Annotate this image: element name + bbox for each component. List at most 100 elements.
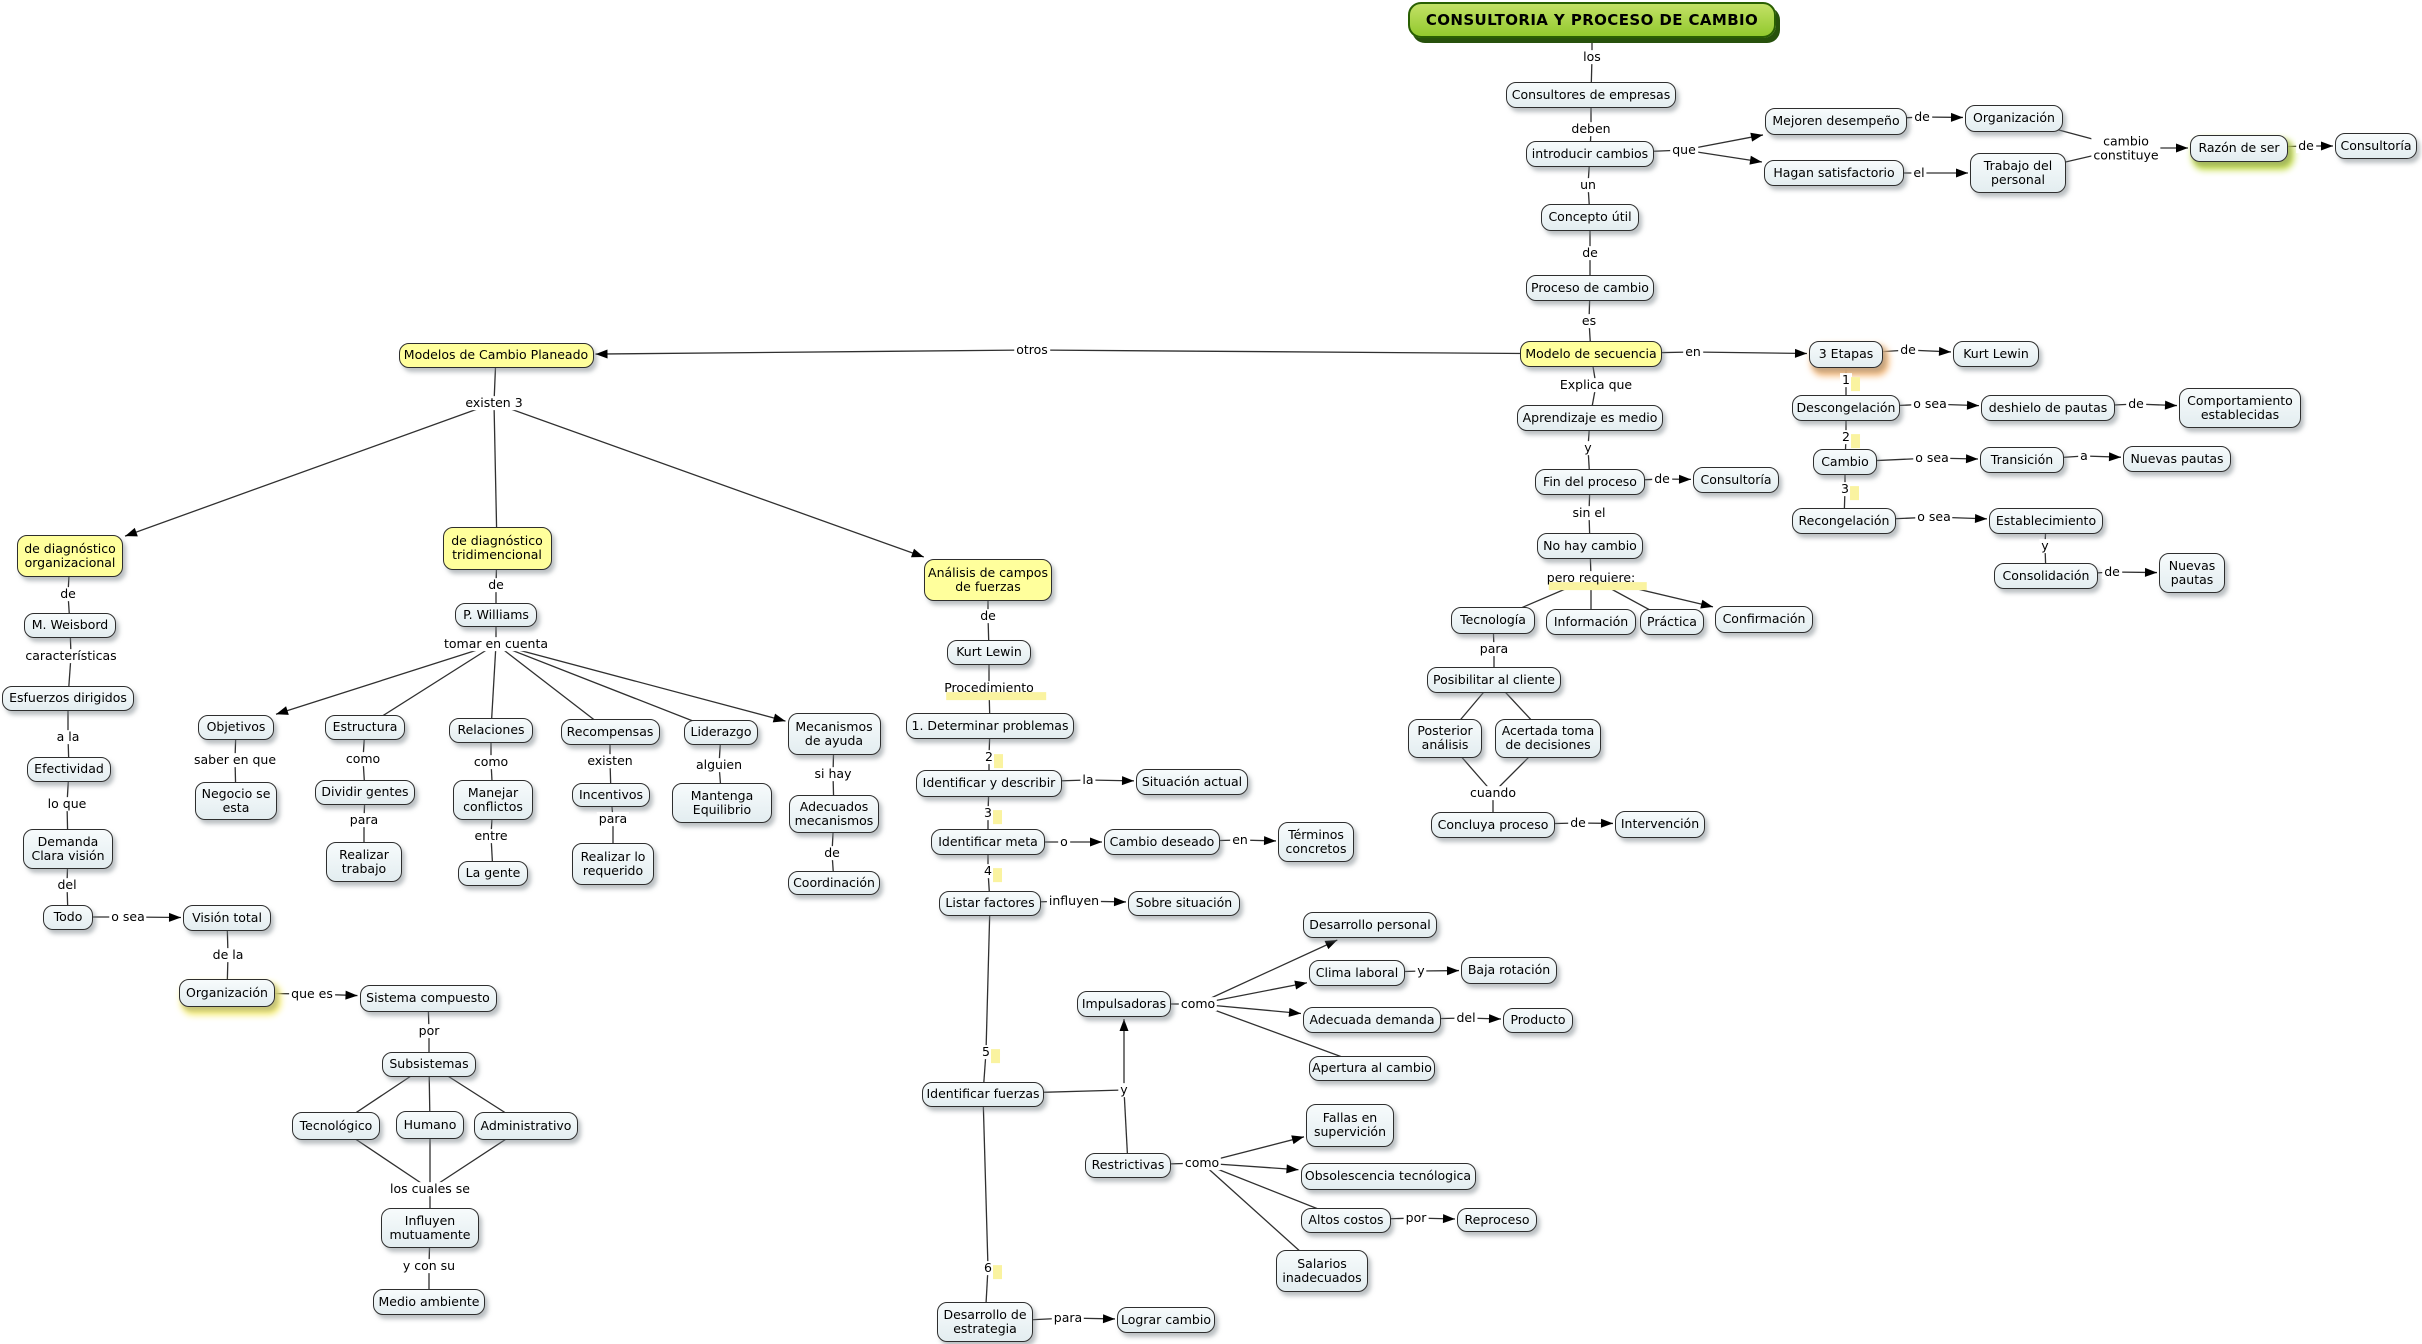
node-adecuadosmec[interactable]: Adecuados mecanismos [789, 795, 879, 833]
link-label-l_del[interactable]: del [55, 877, 79, 893]
link-label-l_por[interactable]: por [416, 1023, 442, 1039]
link-label-l_de10[interactable]: de [486, 577, 506, 593]
link-label-l_de5[interactable]: de [2126, 396, 2146, 412]
link-label-l_explica[interactable]: Explica que [1557, 377, 1635, 393]
link-label-l_los[interactable]: los [1581, 49, 1603, 65]
node-comportamiento[interactable]: Comportamiento establecidas [2179, 388, 2301, 428]
node-mantenga[interactable]: Mantenga Equilibrio [672, 783, 772, 823]
link-label-l_2e[interactable]: 2 [1840, 429, 1860, 448]
node-organizacion_l[interactable]: Organización [179, 979, 275, 1007]
node-vision[interactable]: Visión total [183, 905, 271, 931]
node-subsistemas[interactable]: Subsistemas [382, 1051, 476, 1077]
node-analisis[interactable]: Análisis de campos de fuerzas [924, 559, 1052, 601]
node-producto[interactable]: Producto [1503, 1007, 1573, 1033]
link-label-l_otros[interactable]: otros [1014, 342, 1050, 358]
node-transicion[interactable]: Transición [1980, 447, 2064, 473]
node-influyen_m[interactable]: Influyen mutuamente [381, 1208, 479, 1248]
link-label-l_de2[interactable]: de [2296, 138, 2316, 154]
node-mecanismos[interactable]: Mecanismos de ayuda [787, 713, 881, 755]
link-label-l_como4[interactable]: como [1182, 1155, 1222, 1171]
node-desestrategia[interactable]: Desarrollo de estrategia [937, 1302, 1033, 1342]
link-label-l_el[interactable]: el [1911, 165, 1927, 181]
link-label-l_de9[interactable]: de [58, 586, 78, 602]
link-label-l_existen[interactable]: existen 3 [463, 395, 525, 411]
link-label-l_osea3[interactable]: o sea [1915, 509, 1953, 525]
link-label-l_o[interactable]: o [1058, 834, 1070, 850]
link-label-l_alguien[interactable]: alguien [693, 757, 745, 773]
node-confirmacion[interactable]: Confirmación [1715, 605, 1813, 633]
node-cambiodeseado[interactable]: Cambio deseado [1104, 829, 1220, 855]
node-restrictivas[interactable]: Restrictivas [1085, 1152, 1171, 1178]
node-recongelacion[interactable]: Recongelación [1792, 508, 1896, 534]
node-climalaboral[interactable]: Clima laboral [1309, 960, 1405, 986]
link-label-l_saber[interactable]: saber en que [191, 752, 279, 768]
link-label-l_de6[interactable]: de [2102, 564, 2122, 580]
node-tecnologia[interactable]: Tecnología [1451, 606, 1535, 634]
link-label-l_5a[interactable]: 5 [980, 1044, 1000, 1063]
node-recompensas[interactable]: Recompensas [560, 719, 660, 745]
node-practica[interactable]: Práctica [1640, 609, 1704, 635]
node-concepto[interactable]: Concepto útil [1541, 203, 1639, 231]
node-negocio[interactable]: Negocio se esta [195, 782, 277, 820]
link-label-l_de12[interactable]: de [978, 608, 998, 624]
link-label-l_para3[interactable]: para [596, 811, 630, 827]
link-label-l_para2[interactable]: para [347, 812, 381, 828]
node-listar[interactable]: Listar factores [939, 890, 1041, 916]
node-trabajo[interactable]: Trabajo del personal [1970, 153, 2066, 193]
link-label-l_es[interactable]: es [1579, 313, 1599, 329]
link-label-l_osea2[interactable]: o sea [1913, 450, 1951, 466]
link-label-l_6a[interactable]: 6 [982, 1260, 1002, 1279]
link-label-l_proc[interactable]: Procedimiento [942, 680, 1046, 700]
node-modelos_cp[interactable]: Modelos de Cambio Planeado [398, 342, 594, 368]
node-adecuadadem[interactable]: Adecuada demanda [1303, 1007, 1441, 1033]
link-label-l_4a[interactable]: 4 [982, 863, 1002, 882]
link-label-l_en[interactable]: en [1683, 344, 1703, 360]
link-label-l_influyen[interactable]: influyen [1046, 893, 1102, 909]
link-label-l_quees[interactable]: que es [289, 986, 335, 1002]
link-label-l_como2[interactable]: como [471, 754, 511, 770]
node-descongelacion[interactable]: Descongelación [1792, 395, 1900, 421]
node-lagente[interactable]: La gente [458, 860, 528, 886]
node-realizartrabajo[interactable]: Realizar trabajo [326, 842, 402, 882]
link-label-l_cuando[interactable]: cuando [1468, 785, 1518, 801]
node-etapas[interactable]: 3 Etapas [1809, 340, 1883, 368]
node-reproceso[interactable]: Reproceso [1457, 1208, 1537, 1232]
link-label-l_a[interactable]: a [2078, 448, 2090, 464]
node-intervencion[interactable]: Intervención [1615, 810, 1705, 838]
node-fallas[interactable]: Fallas en supervición [1306, 1103, 1394, 1147]
link-label-l_un[interactable]: un [1578, 177, 1598, 193]
link-label-l_tomar[interactable]: tomar en cuenta [441, 636, 551, 652]
link-label-l_de4[interactable]: de [1898, 342, 1918, 358]
link-label-l_dela[interactable]: de la [210, 947, 246, 963]
node-coordinacion[interactable]: Coordinación [788, 871, 880, 895]
link-label-l_como3[interactable]: como [1178, 996, 1218, 1012]
link-label-l_y4[interactable]: y [1415, 963, 1427, 979]
link-label-l_yconsu[interactable]: y con su [400, 1258, 458, 1274]
link-label-l_que[interactable]: que [1670, 142, 1698, 158]
link-label-l_de8[interactable]: de [1568, 815, 1588, 831]
node-consultoria_m[interactable]: Consultoría [1693, 467, 1779, 493]
node-informacion[interactable]: Información [1546, 609, 1636, 635]
link-label-l_3e[interactable]: 3 [1839, 481, 1859, 500]
link-label-l_1[interactable]: 1 [1840, 372, 1860, 391]
link-label-l_de1[interactable]: de [1912, 109, 1932, 125]
link-label-l_y3[interactable]: y [1118, 1082, 1130, 1098]
link-label-l_como1[interactable]: como [343, 751, 383, 767]
link-label-l_del2[interactable]: del [1454, 1010, 1478, 1026]
link-label-l_y2[interactable]: y [1582, 440, 1594, 456]
node-establecimiento[interactable]: Establecimiento [1989, 508, 2103, 534]
node-impulsadoras[interactable]: Impulsadoras [1077, 991, 1171, 1017]
node-concluya[interactable]: Concluya proceso [1431, 812, 1555, 838]
node-hagan[interactable]: Hagan satisfactorio [1764, 160, 1904, 186]
link-label-l_sihay[interactable]: si hay [812, 766, 854, 782]
node-kurtlewin_r[interactable]: Kurt Lewin [1953, 341, 2039, 367]
node-salarios[interactable]: Salarios inadecuados [1276, 1250, 1368, 1292]
node-proceso[interactable]: Proceso de cambio [1526, 275, 1654, 301]
node-obsolescencia[interactable]: Obsolescencia tecnólogica [1300, 1162, 1476, 1190]
node-identificarfzas[interactable]: Identificar fuerzas [922, 1081, 1044, 1107]
node-manejar[interactable]: Manejar conflictos [453, 780, 533, 820]
node-administrativo[interactable]: Administrativo [474, 1112, 578, 1140]
node-nuevaspautas1[interactable]: Nuevas pautas [2123, 446, 2231, 472]
node-relaciones[interactable]: Relaciones [449, 717, 533, 743]
link-label-l_loque[interactable]: lo que [45, 796, 89, 812]
